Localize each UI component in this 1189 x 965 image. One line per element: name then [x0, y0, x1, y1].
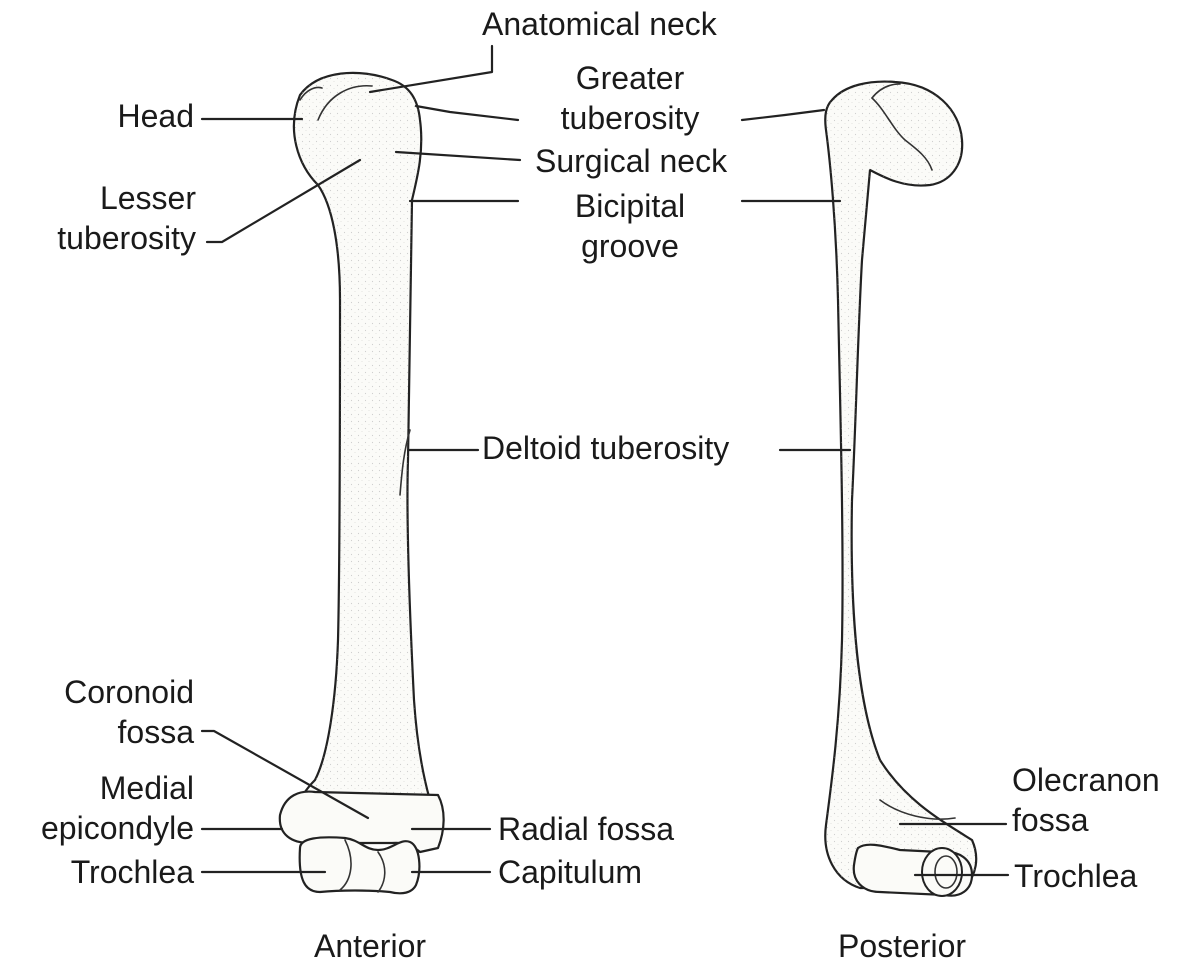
posterior-humerus [825, 82, 976, 896]
label-coronoid-fossa: Coronoid fossa [10, 672, 194, 752]
label-capitulum: Capitulum [498, 852, 642, 892]
label-lesser-tuberosity-line2: tuberosity [10, 218, 196, 258]
leader-greater-tuberosity-anterior [416, 106, 518, 120]
label-deltoid-tuberosity: Deltoid tuberosity [482, 428, 729, 468]
label-olecranon-fossa-line1: Olecranon [1012, 760, 1160, 800]
label-lesser-tuberosity: Lesser tuberosity [10, 178, 196, 258]
label-olecranon-fossa-line2: fossa [1012, 800, 1160, 840]
label-radial-fossa: Radial fossa [498, 809, 674, 849]
label-surgical-neck: Surgical neck [535, 141, 727, 181]
label-bicipital-groove: Bicipital groove [520, 186, 740, 266]
view-label-anterior: Anterior [270, 926, 470, 965]
label-medial-epicondyle-line2: epicondyle [0, 808, 194, 848]
anterior-humerus [280, 73, 444, 893]
label-trochlea-anterior: Trochlea [10, 852, 194, 892]
label-greater-tuberosity-line2: tuberosity [520, 98, 740, 138]
label-bicipital-groove-line1: Bicipital [520, 186, 740, 226]
label-bicipital-groove-line2: groove [520, 226, 740, 266]
label-trochlea-posterior: Trochlea [1014, 856, 1137, 896]
label-coronoid-fossa-line1: Coronoid [10, 672, 194, 712]
label-anatomical-neck: Anatomical neck [482, 4, 717, 44]
label-medial-epicondyle: Medial epicondyle [0, 768, 194, 848]
label-head: Head [60, 96, 194, 136]
label-greater-tuberosity-line1: Greater [520, 58, 740, 98]
label-greater-tuberosity: Greater tuberosity [520, 58, 740, 138]
leader-greater-tuberosity-posterior [742, 110, 824, 120]
anterior-trochlea [300, 837, 420, 893]
label-medial-epicondyle-line1: Medial [0, 768, 194, 808]
label-lesser-tuberosity-line1: Lesser [10, 178, 196, 218]
view-label-posterior: Posterior [802, 926, 1002, 965]
label-olecranon-fossa: Olecranon fossa [1012, 760, 1160, 840]
label-coronoid-fossa-line2: fossa [10, 712, 194, 752]
